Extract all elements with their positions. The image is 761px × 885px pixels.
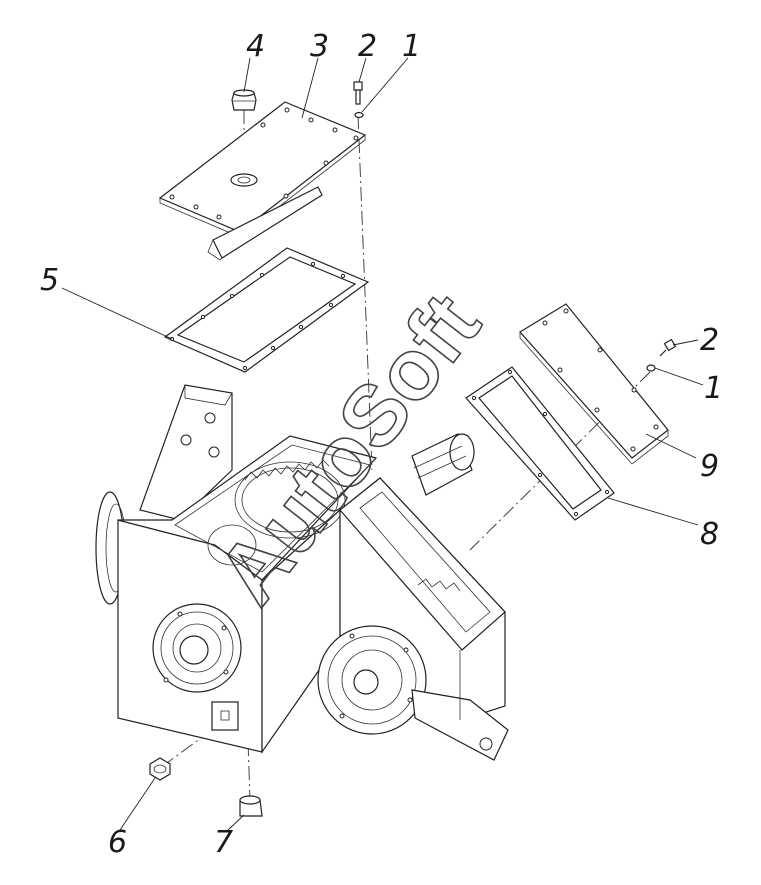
callout-2-side: 2 xyxy=(700,323,719,358)
part-1-washer-top xyxy=(354,111,364,119)
axis-line-bottom-plug xyxy=(247,741,251,801)
part-8-side-gasket xyxy=(465,366,615,521)
callout-6: 6 xyxy=(108,825,127,860)
gearbox-housing xyxy=(95,384,509,761)
callout-9: 9 xyxy=(700,449,719,484)
callout-5: 5 xyxy=(40,263,59,298)
callout-3: 3 xyxy=(310,29,329,64)
part-2-bolt-side xyxy=(659,338,677,357)
part-1-washer-side xyxy=(646,364,656,372)
callout-7: 7 xyxy=(214,825,233,860)
callout-4: 4 xyxy=(246,29,265,64)
part-3-top-cover xyxy=(158,101,367,261)
callout-2-top: 2 xyxy=(358,29,377,64)
callout-8: 8 xyxy=(700,517,719,552)
axis-line-bolt xyxy=(357,114,373,471)
part-6-drain-plug xyxy=(149,757,171,781)
part-5-gasket xyxy=(163,247,370,373)
leader-lines xyxy=(61,57,704,831)
callout-1-top: 1 xyxy=(402,29,421,64)
part-9-side-cover xyxy=(519,303,669,465)
callout-1-side: 1 xyxy=(704,371,723,406)
part-2-bolt-top xyxy=(353,81,363,105)
part-4-plug xyxy=(231,89,257,111)
part-7-bottom-plug xyxy=(239,795,263,817)
